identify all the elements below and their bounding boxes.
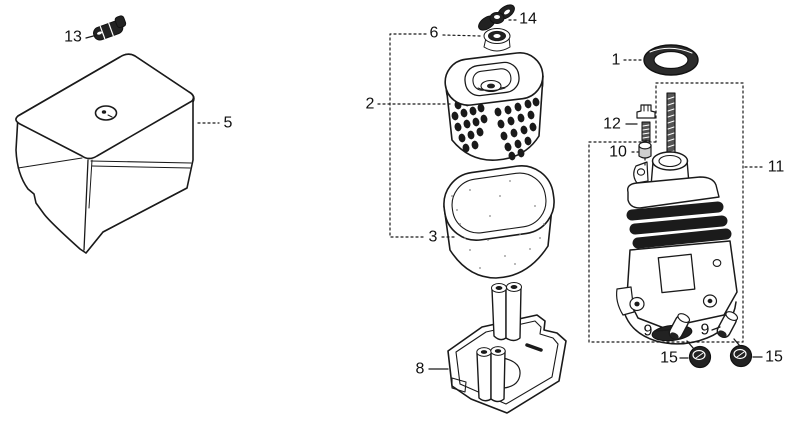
callout-10: 10 bbox=[609, 144, 627, 161]
base-plate-part bbox=[447, 282, 567, 414]
callout-15-right: 15 bbox=[765, 349, 783, 366]
clip-part bbox=[638, 141, 652, 159]
callout-8: 8 bbox=[416, 361, 425, 378]
callout-labels: 13 5 14 6 2 3 8 1 12 10 11 9 9 15 15 bbox=[64, 11, 784, 378]
leader-lines bbox=[85, 34, 763, 370]
flange-nut-right-part bbox=[729, 344, 753, 368]
wing-nut-part bbox=[478, 4, 515, 31]
bolt-part bbox=[636, 104, 656, 142]
callout-3: 3 bbox=[429, 229, 438, 246]
air-cleaner-cover bbox=[15, 53, 195, 254]
flange-nut-left-part bbox=[688, 345, 712, 369]
callout-9-right: 9 bbox=[701, 322, 710, 339]
sealing-nut-part bbox=[483, 28, 511, 52]
callout-12: 12 bbox=[603, 116, 621, 133]
elbow-assembly-part bbox=[616, 92, 738, 345]
callout-9-left: 9 bbox=[644, 323, 653, 340]
reference-brackets bbox=[197, 19, 763, 343]
filter-perforations bbox=[451, 95, 540, 161]
foam-stipple bbox=[451, 180, 545, 269]
callout-11: 11 bbox=[768, 159, 785, 176]
filter-element-part bbox=[444, 52, 544, 161]
collar-left-part bbox=[668, 313, 691, 340]
callout-15-left: 15 bbox=[660, 350, 678, 367]
clamp-part bbox=[93, 15, 127, 41]
callout-5: 5 bbox=[224, 115, 233, 132]
callout-6: 6 bbox=[430, 25, 439, 42]
collar-right-part bbox=[716, 311, 739, 338]
callout-2: 2 bbox=[366, 96, 375, 113]
callout-13: 13 bbox=[64, 29, 82, 46]
callout-1: 1 bbox=[612, 52, 621, 69]
gasket-part bbox=[643, 44, 699, 76]
foam-element-part bbox=[443, 165, 555, 279]
callout-14: 14 bbox=[519, 11, 537, 28]
